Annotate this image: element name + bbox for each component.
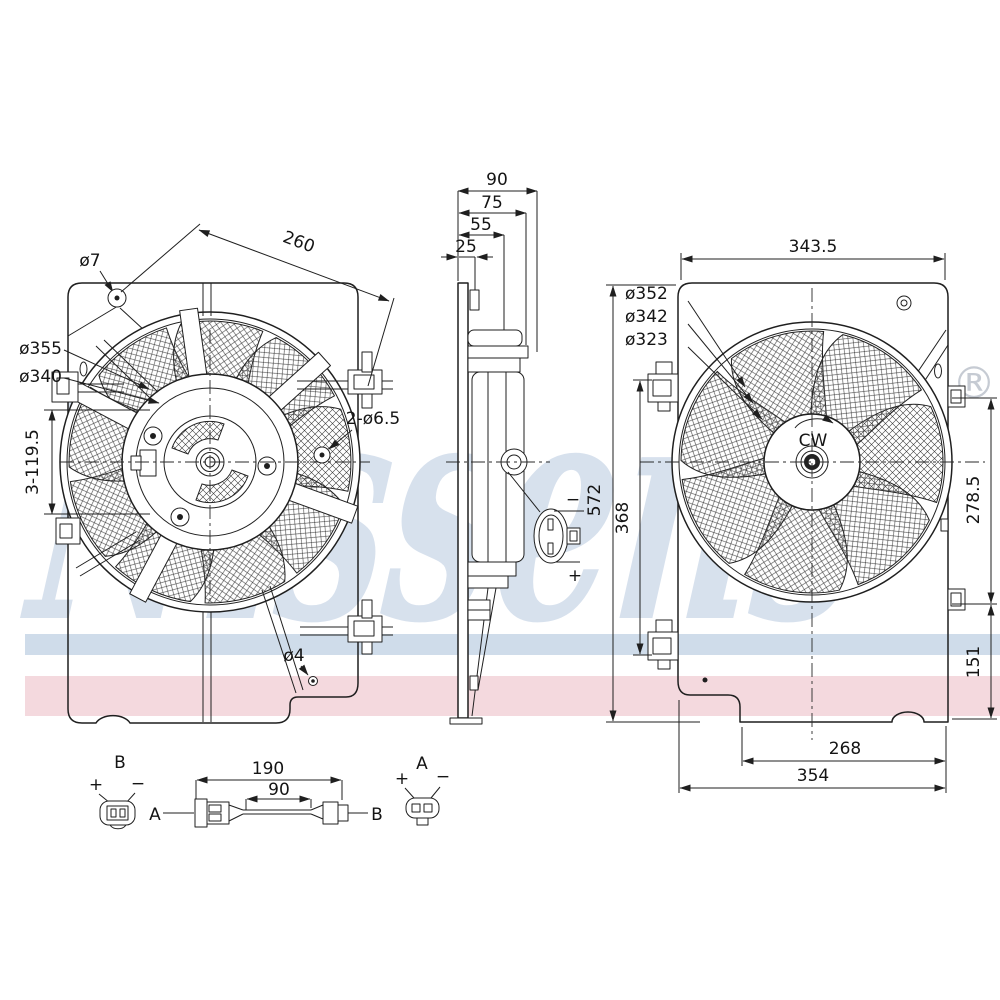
harness-cable: 190 90 A B (149, 759, 383, 828)
dim-label-dia355: ø355 (19, 339, 62, 359)
rear-bracket-left-upper (647, 361, 679, 412)
dim-label-55: 55 (470, 215, 492, 235)
side-body: − + (446, 282, 584, 725)
rear-shroud-outline (677, 282, 949, 723)
dim-label-2-dia6-5: 2-ø6.5 (346, 409, 400, 429)
dim-label-343-5: 343.5 (789, 237, 838, 257)
harness-detail: B + − 190 90 A (89, 753, 450, 830)
ref-b-label: B (371, 805, 383, 825)
dim-label-75: 75 (481, 193, 503, 213)
connector-a-minus: − (436, 767, 450, 787)
dim-label-278-5: 278.5 (964, 476, 984, 525)
dim-368: 368 (613, 379, 652, 656)
dim-hole-bottom: ø4 (283, 646, 318, 686)
side-connector: − + (507, 471, 584, 586)
pink-band (25, 676, 1000, 716)
dim-label-368: 368 (613, 502, 633, 534)
dim-fan-diameters: ø352 ø342 ø323 (625, 284, 763, 420)
connector-b-minus: − (131, 774, 145, 794)
connector-a: A + − (395, 754, 450, 826)
front-fan (58, 307, 370, 613)
front-view: ø7 260 ø355 ø340 3-119.5 2-ø6.5 (19, 223, 400, 724)
terminal-minus-label: − (566, 490, 580, 510)
front-shroud-outline (67, 282, 359, 724)
dim-label-dia342: ø342 (625, 307, 668, 327)
front-bracket-right-lower (347, 599, 383, 655)
dim-label-3-119-5: 3-119.5 (23, 429, 43, 495)
side-foot (449, 717, 483, 725)
dim-label-dia352: ø352 (625, 284, 668, 304)
dim-label-260: 260 (280, 227, 317, 257)
dim-label-268: 268 (829, 739, 861, 759)
dim-label-25: 25 (455, 237, 477, 257)
dim-label-354: 354 (797, 766, 829, 786)
dim-label-dia4: ø4 (283, 646, 304, 666)
dim-label-90-cable: 90 (268, 780, 290, 800)
dim-268: 268 (741, 726, 947, 766)
rear-view: CW 343.5 ø352 (585, 237, 997, 793)
rotation-label-cw: CW (799, 431, 828, 451)
rear-tabs-right (940, 385, 966, 611)
front-mount-arms (51, 283, 393, 722)
connector-a-label: A (416, 754, 428, 774)
dim-depths: 90 75 55 25 (441, 170, 538, 352)
dim-151: 151 (952, 604, 997, 720)
background-bands (25, 634, 1000, 716)
dim-90-cable: 90 (245, 780, 312, 810)
terminal-plus-label: + (568, 566, 582, 586)
dim-label-dia323: ø323 (625, 330, 668, 350)
side-view: 90 75 55 25 (441, 170, 584, 725)
connector-b-label: B (114, 753, 126, 773)
dim-label-572: 572 (585, 484, 605, 516)
dim-hole-top: ø7 (79, 251, 127, 308)
connector-a-plus: + (395, 769, 409, 789)
dim-label-190: 190 (252, 759, 284, 779)
dim-ring-diameters: ø355 ø340 (19, 339, 160, 404)
blue-band (25, 634, 1000, 655)
dim-572: 572 (585, 284, 700, 723)
connector-b-plus: + (89, 775, 103, 795)
dim-side-holes: 2-ø6.5 (313, 409, 400, 464)
side-shroud-plate (457, 282, 469, 719)
dim-bolt-circle: 3-119.5 (23, 409, 150, 515)
dim-label-151: 151 (964, 646, 984, 678)
dim-label-dia340: ø340 (19, 367, 62, 387)
dim-label-90: 90 (486, 170, 508, 190)
front-bracket-right-upper (347, 351, 383, 409)
ref-a-label: A (149, 805, 161, 825)
rear-bracket-left-lower (647, 619, 679, 670)
dim-label-dia7: ø7 (79, 251, 100, 271)
slot-hole (79, 361, 88, 377)
dim-343-5: 343.5 (680, 237, 946, 280)
dim-278-5: 278.5 (952, 397, 997, 605)
dim-354: 354 (678, 700, 947, 793)
connector-b: B + − (89, 753, 145, 830)
dim-190: 190 (195, 759, 343, 801)
